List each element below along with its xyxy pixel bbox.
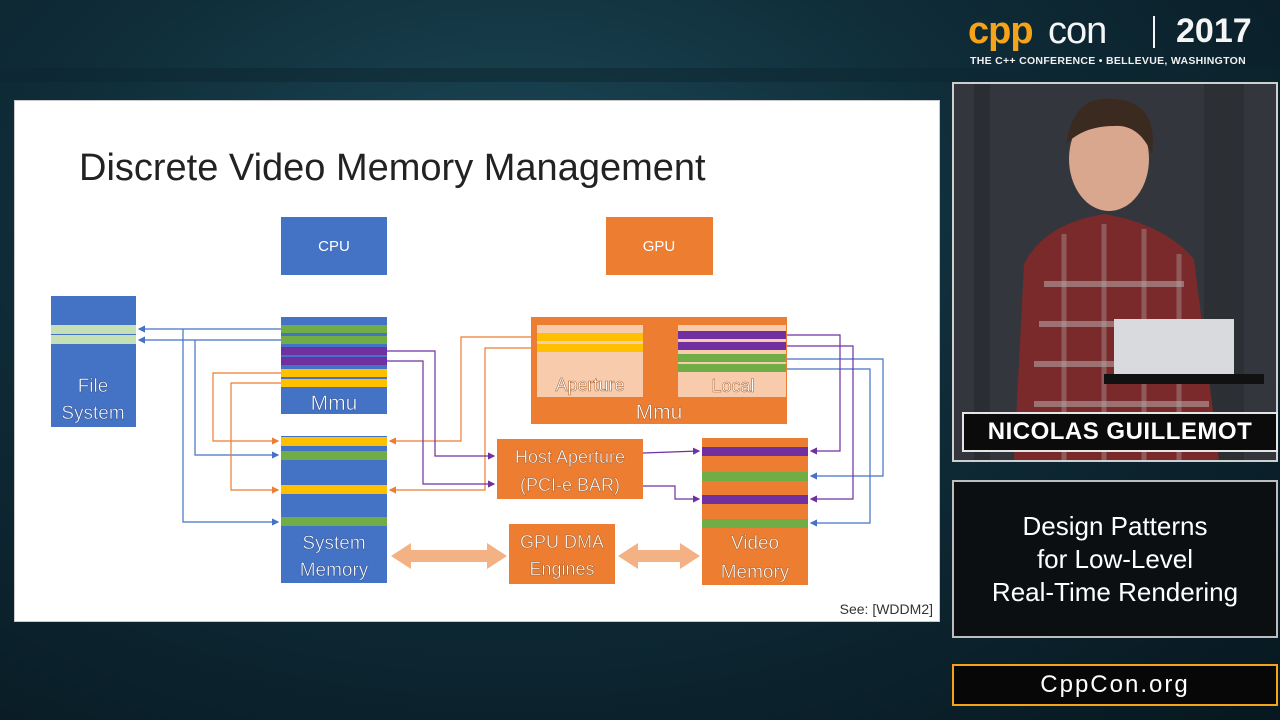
sysmem-green-1 xyxy=(281,451,387,460)
aperture-yellow-2 xyxy=(537,344,643,352)
file-system-label-2: System xyxy=(61,403,124,424)
cpu-mmu-purple-1 xyxy=(281,347,387,355)
gpu-dma-label-1: GPU DMA xyxy=(520,532,604,552)
speaker-nameplate: NICOLAS GUILLEMOT xyxy=(962,412,1278,452)
local-green-1 xyxy=(678,354,786,362)
gpu-label: GPU xyxy=(643,238,676,255)
talk-title-line-2: for Low-Level xyxy=(1036,543,1194,574)
system-memory-label-2: Memory xyxy=(300,560,369,581)
local-green-2 xyxy=(678,364,786,372)
vidmem-green-2 xyxy=(702,519,808,528)
aperture-yellow-1 xyxy=(537,333,643,341)
logo-divider xyxy=(1153,16,1155,48)
gpu-dma-box xyxy=(509,524,615,584)
system-memory-box xyxy=(281,436,387,583)
orange-connectors xyxy=(212,336,531,494)
cpu-mmu-green-1 xyxy=(281,325,387,333)
file-system-box xyxy=(51,296,136,427)
cpu-mmu-yellow-1 xyxy=(281,369,387,377)
dma-vidmem-double-arrow xyxy=(618,543,700,569)
local-purple-2 xyxy=(678,342,786,350)
cpu-box xyxy=(281,217,387,275)
sysmem-yellow-2 xyxy=(281,485,387,494)
video-memory-label-2: Memory xyxy=(721,562,790,583)
video-memory-box xyxy=(702,438,808,585)
host-aperture-label-1: Host Aperture xyxy=(515,447,625,467)
local-purple-1 xyxy=(678,331,786,339)
cpu-mmu-yellow-2 xyxy=(281,379,387,387)
gpu-box xyxy=(606,217,713,275)
cppcon-logo: cpp con 2017 THE C++ CONFERENCE • BELLEV… xyxy=(958,8,1270,74)
vidmem-green-1 xyxy=(702,472,808,481)
top-banner-strip xyxy=(0,68,1280,82)
cpu-mmu-box xyxy=(281,317,387,414)
aperture-label: Aperture xyxy=(555,375,624,395)
cpu-label: CPU xyxy=(318,238,350,255)
site-url: CppCon.org xyxy=(952,664,1278,706)
cpu-mmu-green-2 xyxy=(281,336,387,344)
sysmem-yellow-1 xyxy=(281,437,387,446)
memory-diagram: CPU GPU File System Mmu Aperture Local M… xyxy=(51,217,884,585)
presentation-slide: CPU GPU File System Mmu Aperture Local M… xyxy=(14,100,940,622)
blue-connectors xyxy=(137,325,884,527)
cpu-mmu-label: Mmu xyxy=(311,392,358,415)
logo-con: con xyxy=(1048,10,1107,52)
vidmem-purple-1 xyxy=(702,447,808,456)
gpu-mmu-label: Mmu xyxy=(636,401,683,424)
reference-note: See: [WDDM2] xyxy=(839,601,933,617)
talk-title-line-3: Real-Time Rendering xyxy=(991,576,1239,607)
speaker-figure xyxy=(954,84,1276,460)
talk-title-line-1: Design Patterns xyxy=(1022,510,1208,541)
file-system-page-1 xyxy=(51,325,136,334)
logo-subtitle: THE C++ CONFERENCE • BELLEVUE, WASHINGTO… xyxy=(970,55,1246,67)
sysmem-dma-double-arrow xyxy=(391,543,507,569)
cpu-mmu-purple-2 xyxy=(281,357,387,365)
sysmem-green-2 xyxy=(281,517,387,526)
file-system-page-2 xyxy=(51,335,136,344)
talk-title-panel: Design Patterns for Low-Level Real-Time … xyxy=(952,480,1278,638)
video-memory-label-1: Video xyxy=(731,533,779,554)
gpu-dma-label-2: Engines xyxy=(529,559,594,579)
system-memory-label-1: System xyxy=(302,533,365,554)
host-aperture-box xyxy=(497,439,643,499)
logo-year: 2017 xyxy=(1176,12,1252,50)
purple-connectors xyxy=(387,334,854,503)
vidmem-purple-2 xyxy=(702,495,808,504)
local-label: Local xyxy=(711,376,754,396)
host-aperture-label-2: (PCI-e BAR) xyxy=(520,475,620,495)
file-system-label-1: File xyxy=(78,376,109,397)
speaker-video xyxy=(952,82,1278,462)
slide-title: Discrete Video Memory Management xyxy=(79,147,706,189)
logo-cpp: cpp xyxy=(968,10,1034,52)
